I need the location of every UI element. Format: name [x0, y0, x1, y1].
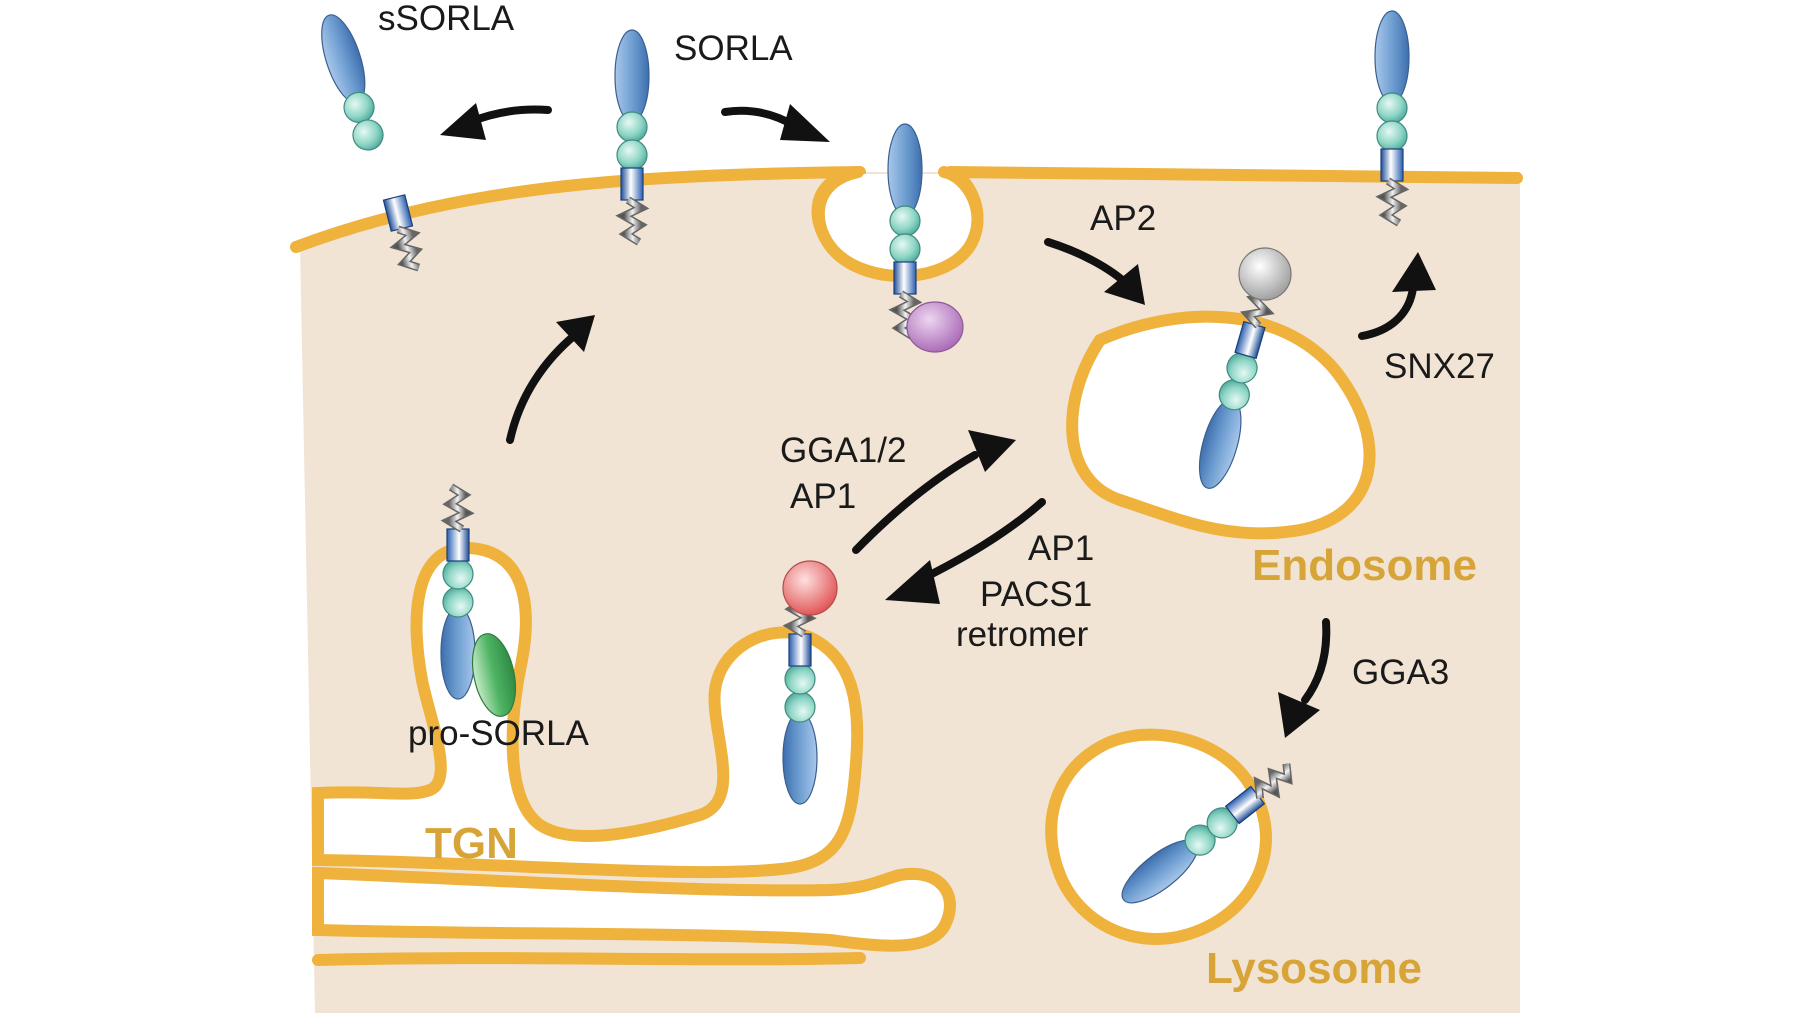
gga-adaptor	[782, 560, 838, 616]
label-ap1-a: AP1	[790, 477, 856, 516]
label-pro-sorla: pro-SORLA	[408, 714, 590, 753]
label-ssorla: sSORLA	[378, 0, 515, 38]
arrow-endosome-to-tgn	[885, 498, 1046, 604]
tgn-cisterna-1	[312, 866, 956, 952]
label-gga3: GGA3	[1352, 653, 1449, 692]
label-gga12: GGA1/2	[780, 431, 906, 470]
ap2-adaptor	[906, 301, 964, 353]
label-pacs1: PACS1	[980, 575, 1092, 614]
label-ap1-b: AP1	[1028, 529, 1094, 568]
arrow-to-lysosome	[1278, 618, 1331, 738]
label-retromer: retromer	[956, 615, 1089, 654]
label-tgn: TGN	[425, 819, 518, 868]
arrow-to-surface	[506, 315, 595, 444]
label-ap2: AP2	[1090, 199, 1156, 238]
label-snx27: SNX27	[1384, 347, 1495, 386]
arrow-tgn-to-endosome	[852, 430, 1016, 554]
lysosome-membrane	[1045, 728, 1272, 945]
propeptide	[471, 633, 517, 717]
tgn-cisterna-2	[312, 952, 866, 966]
label-lysosome: Lysosome	[1206, 944, 1422, 993]
arrow-shedding	[440, 103, 552, 140]
arrow-endocytosis	[721, 104, 830, 142]
arrow-to-endosome	[1044, 238, 1145, 305]
snx27-adaptor	[1238, 247, 1292, 301]
label-sorla: SORLA	[674, 29, 793, 68]
label-endosome: Endosome	[1252, 541, 1477, 590]
arrow-recycling-snx27	[1358, 252, 1436, 340]
